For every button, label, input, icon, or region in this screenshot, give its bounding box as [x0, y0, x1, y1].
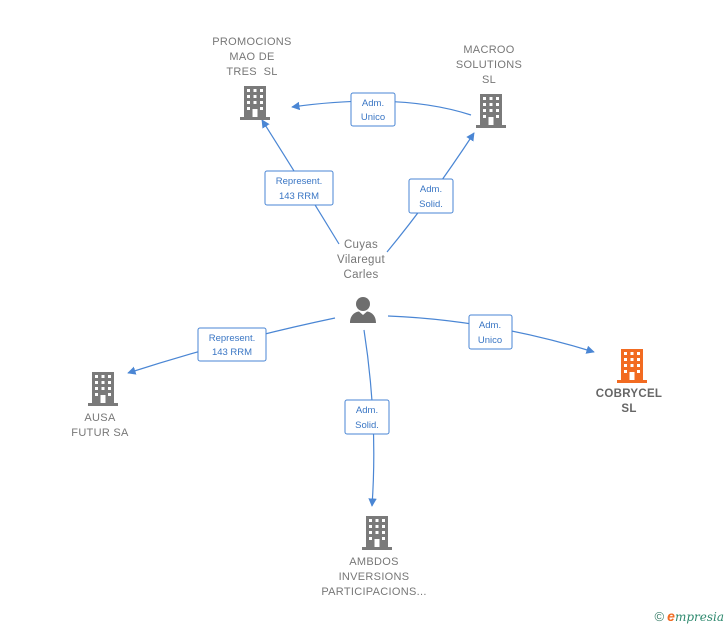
edge-label-person-promocions[interactable]: Represent. 143 RRM — [264, 170, 334, 206]
building-icon[interactable] — [476, 94, 506, 128]
edge-label-person-ausa[interactable]: Represent. 143 RRM — [197, 327, 267, 362]
building-icon[interactable] — [362, 516, 392, 550]
node-label-cobrycel[interactable]: COBRYCEL SL — [596, 387, 663, 417]
edge-label-person-cobrycel[interactable]: Adm. Unico — [468, 314, 513, 350]
brand-name: mpresia — [674, 610, 724, 624]
edge-label-person-macroo[interactable]: Adm. Solid. — [408, 178, 454, 214]
edge-label-line1: Represent. — [276, 176, 322, 187]
label-line: FUTUR SA — [71, 427, 129, 439]
edge-label-line2: Unico — [361, 112, 385, 123]
label-line: Carles — [343, 269, 379, 281]
edge-label-macroo-promocions[interactable]: Adm. Unico — [350, 92, 396, 127]
edge-label-line1: Adm. — [362, 98, 384, 109]
label-line: INVERSIONS — [338, 571, 410, 583]
edge-label-line2: 143 RRM — [212, 347, 252, 358]
brand-initial: e — [667, 608, 675, 624]
label-line: Cuyas — [343, 239, 379, 251]
node-label-person[interactable]: Cuyas Vilaregut Carles — [337, 238, 385, 283]
node-label-promocions[interactable]: PROMOCIONS MAO DE TRES SL — [212, 35, 291, 80]
label-line: SL — [481, 74, 497, 86]
node-label-macroo[interactable]: MACROO SOLUTIONS SL — [456, 43, 522, 88]
edge-label-line2: Solid. — [419, 199, 443, 210]
building-icon[interactable] — [88, 372, 118, 406]
edge-label-line1: Adm. — [356, 405, 378, 416]
edge-label-line2: Solid. — [355, 420, 379, 431]
label-line: MACROO — [463, 44, 515, 56]
brand-footer[interactable]: © empresia — [655, 608, 724, 624]
node-label-ausa[interactable]: AUSA FUTUR SA — [71, 411, 128, 441]
label-line: SOLUTIONS — [455, 59, 523, 71]
building-icon[interactable] — [240, 86, 270, 120]
copyright-icon: © — [654, 608, 665, 624]
label-line: PARTICIPACIONS... — [321, 586, 427, 598]
edge-label-person-ambdos[interactable]: Adm. Solid. — [344, 399, 390, 435]
node-label-ambdos[interactable]: AMBDOS INVERSIONS PARTICIPACIONS... — [321, 555, 426, 600]
label-line: COBRYCEL — [595, 388, 663, 400]
label-line: SL — [621, 403, 637, 415]
edge-label-line1: Adm. — [420, 184, 442, 195]
edge-label-line1: Adm. — [479, 320, 501, 331]
label-line: Vilaregut — [337, 254, 385, 266]
building-icon-highlighted[interactable] — [617, 349, 647, 383]
brand-logo: empresia — [667, 608, 724, 624]
label-line: MAO DE — [229, 51, 275, 63]
label-line: AUSA — [84, 412, 116, 424]
person-icon[interactable] — [350, 297, 376, 323]
edge-label-line1: Represent. — [209, 333, 255, 344]
label-line: AMBDOS — [349, 556, 399, 568]
label-line: PROMOCIONS — [212, 36, 292, 48]
edge-label-line2: Unico — [478, 335, 502, 346]
edge-label-line2: 143 RRM — [279, 191, 319, 202]
label-line: TRES SL — [226, 66, 278, 78]
